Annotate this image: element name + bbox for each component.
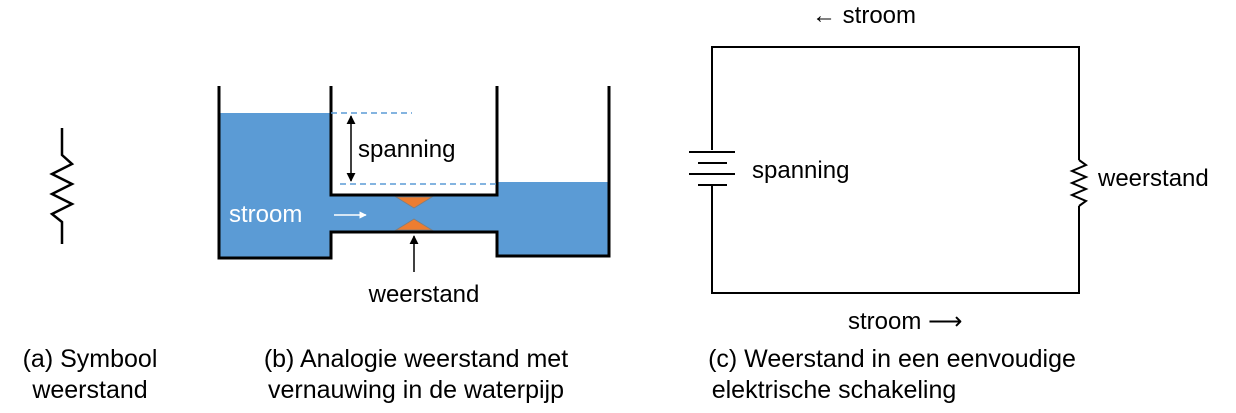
water-fill	[219, 113, 609, 258]
current-top-label: ← stroom	[812, 2, 916, 29]
constriction-top	[394, 196, 434, 209]
current-bottom-label: stroom ⟶	[848, 308, 962, 335]
panel-c: ← stroom spanning weerstand stroom ⟶ (c)…	[689, 2, 1209, 404]
voltage-label-b: spanning	[358, 136, 455, 163]
circuit-wire-left-top	[711, 46, 1080, 160]
resistor-label-b: weerstand	[368, 281, 480, 308]
resistor-symbol-c	[1069, 159, 1089, 207]
caption-b-line1: (b) Analogie weerstand met	[264, 345, 568, 373]
panel-a: (a) Symbool weerstand	[23, 128, 158, 404]
resistor-label-c: weerstand	[1097, 165, 1209, 192]
caption-a-line2: weerstand	[31, 376, 147, 404]
resistor-symbol	[49, 128, 75, 244]
current-label-b: stroom	[229, 201, 302, 228]
caption-c-line1: (c) Weerstand in een eenvoudige	[708, 345, 1076, 373]
panel-b: spanning stroom weerstand (b) Analogie w…	[217, 86, 611, 404]
voltage-label-c: spanning	[752, 157, 849, 184]
caption-c-line2: elektrische schakeling	[712, 376, 957, 404]
circuit-wire-left-bottom	[711, 186, 1080, 294]
left-tank-wall	[217, 86, 611, 260]
inner-divider-wall	[329, 86, 499, 197]
caption-b-line2: vernauwing in de waterpijp	[268, 376, 564, 404]
constriction-bottom	[394, 218, 434, 231]
battery-symbol	[689, 151, 735, 186]
caption-a-line1: (a) Symbool	[23, 345, 158, 373]
